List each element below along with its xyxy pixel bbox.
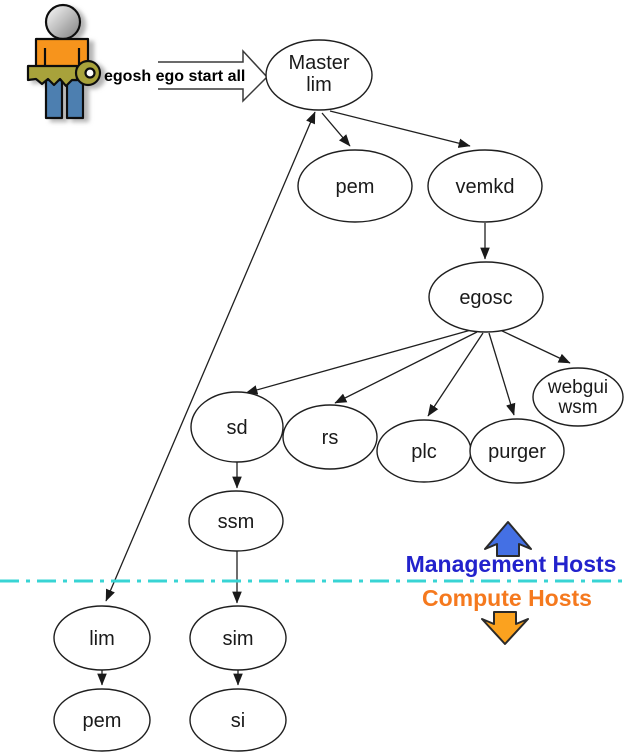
edge-egosc-rs	[334, 331, 478, 404]
key-hole-shape	[84, 67, 96, 79]
edge-egosc-purger	[488, 332, 516, 416]
node-lim-compute	[53, 605, 151, 671]
edge-egosc-plc	[427, 332, 484, 417]
edge-master-lim-bidirectional	[105, 111, 316, 602]
edge-egosc-webgui	[497, 328, 571, 364]
node-rs	[282, 404, 378, 470]
node-vemkd-label: vemkd	[456, 176, 515, 198]
node-master-lim-label-line2: lim	[306, 74, 332, 96]
key-shaft-shape	[26, 64, 79, 88]
edge-master-vemkd	[329, 110, 471, 148]
edge-egosc-sd	[245, 329, 472, 395]
compute-hosts-label: Compute Hosts	[422, 585, 592, 611]
node-webgui-wsm	[532, 367, 624, 427]
node-master-lim	[265, 39, 373, 111]
node-purger-label: purger	[488, 441, 546, 463]
node-lim-compute-label: lim	[89, 628, 115, 650]
management-hosts-label: Management Hosts	[406, 551, 617, 577]
node-ssm-label: ssm	[218, 511, 255, 533]
node-si	[189, 688, 287, 752]
node-webgui-wsm-label-line1: webgui	[547, 377, 608, 398]
command-label: egosh ego start all	[104, 68, 245, 85]
compute-down-arrow-icon	[481, 611, 529, 645]
node-egosc-label: egosc	[459, 287, 512, 309]
user-with-key-icon	[26, 3, 102, 120]
node-rs-label: rs	[322, 427, 339, 449]
node-pem-management	[297, 149, 413, 223]
node-egosc	[428, 261, 544, 333]
user-leg-right-shape	[65, 78, 85, 120]
node-sd	[190, 391, 284, 463]
node-webgui-wsm-label-line2: wsm	[557, 397, 597, 418]
management-up-arrow-icon	[484, 521, 532, 557]
node-sim	[189, 605, 287, 671]
node-si-label: si	[231, 710, 245, 732]
node-master-lim-label-line1: Master	[288, 52, 349, 74]
node-pem-compute	[53, 688, 151, 752]
node-purger	[469, 418, 565, 484]
node-ssm	[188, 490, 284, 552]
edge-master-pem	[321, 112, 351, 147]
node-sd-label: sd	[226, 417, 247, 439]
node-vemkd	[427, 149, 543, 223]
user-head-shape	[44, 3, 82, 41]
node-pem-compute-label: pem	[83, 710, 122, 732]
node-pem-management-label: pem	[336, 176, 375, 198]
node-plc-label: plc	[411, 441, 437, 463]
node-sim-label: sim	[222, 628, 253, 650]
